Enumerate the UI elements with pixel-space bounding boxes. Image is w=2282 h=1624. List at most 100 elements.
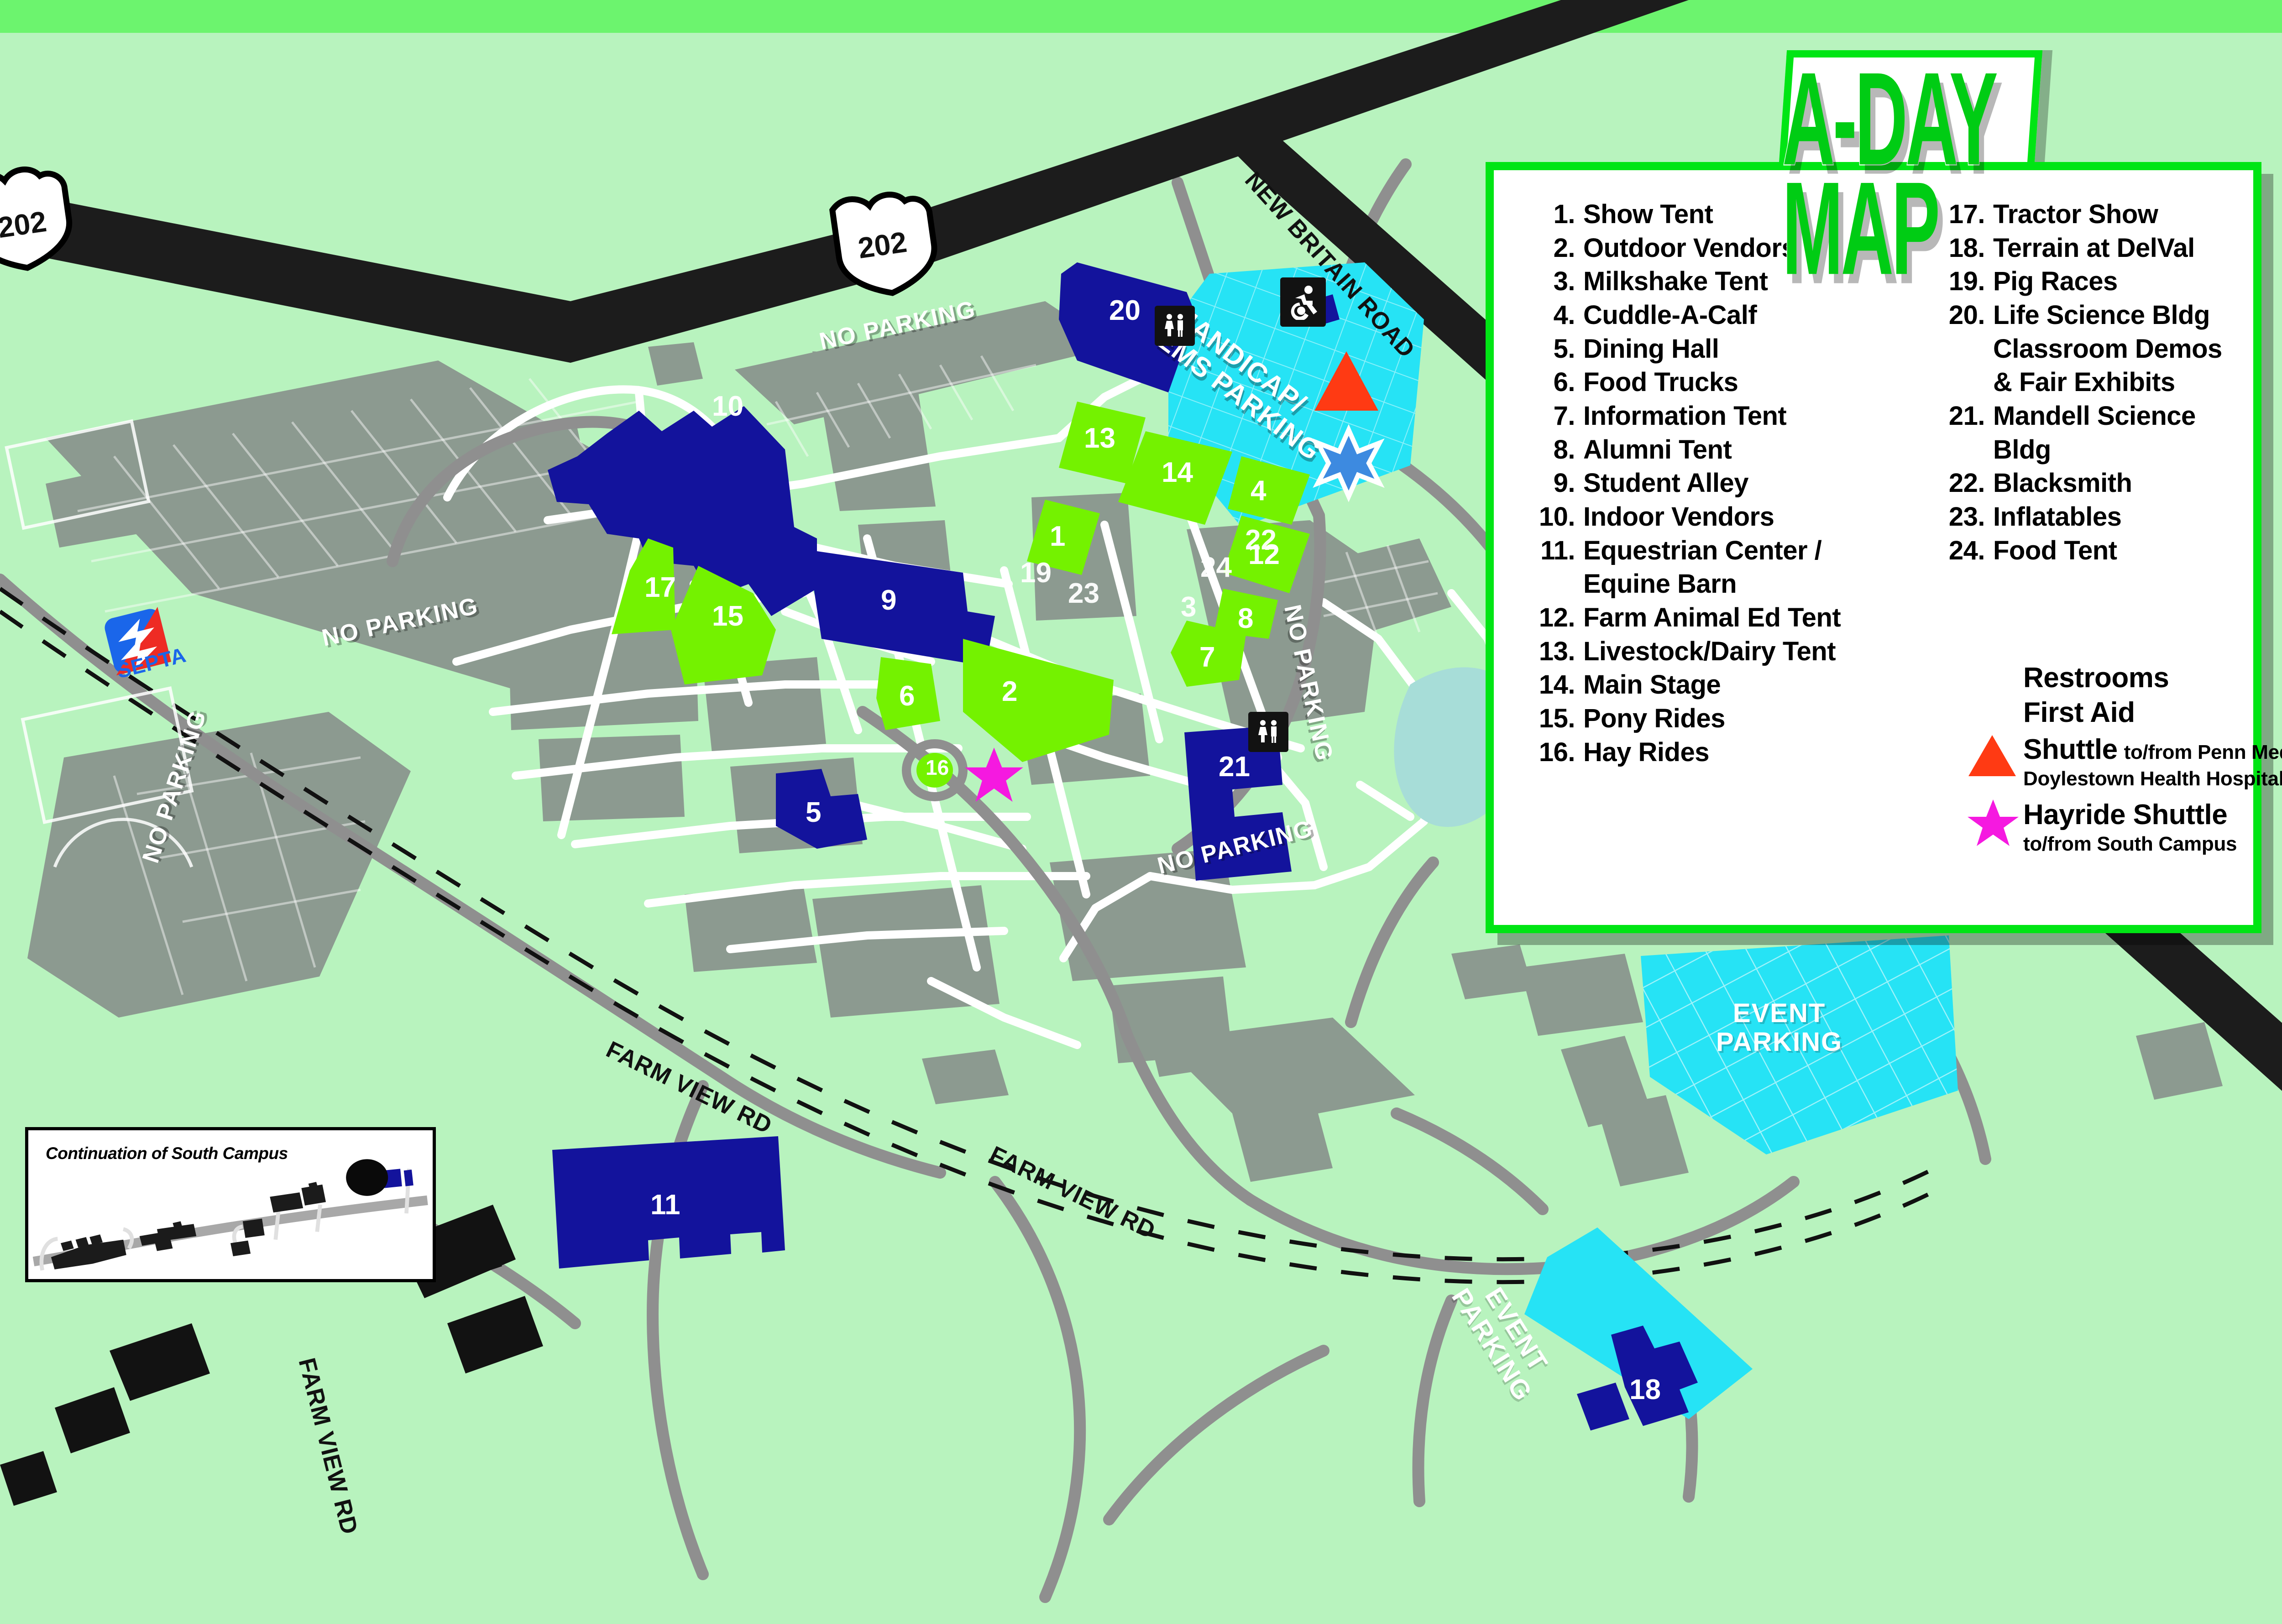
legend-num-15: 15.	[1539, 703, 1575, 733]
marker-15[interactable]: 15	[712, 601, 743, 632]
marker-1[interactable]: 1	[1050, 521, 1066, 552]
hayride-shuttle-marker-star	[965, 747, 1023, 802]
legend-label-2: Outdoor Vendors	[1583, 233, 1796, 263]
legend-label-8: Alumni Tent	[1583, 434, 1732, 465]
legend-item-9[interactable]: 9.Student Alley	[1515, 466, 1916, 500]
legend-item-5[interactable]: 5.Dining Hall	[1515, 332, 1916, 366]
marker-5[interactable]: 5	[806, 797, 822, 828]
wheelchair-accessible-icon	[1280, 277, 1326, 327]
key-shuttle: Shuttle to/from Penn Medicine/ Doylestow…	[1968, 732, 2282, 790]
key-shuttle-note-1: to/from Penn Medicine/	[2124, 741, 2282, 764]
legend-label-22: Blacksmith	[1993, 468, 2132, 498]
marker-12[interactable]: 12	[1248, 539, 1280, 570]
legend-item-21[interactable]: 21.Mandell Science Bldg	[1916, 399, 2250, 466]
legend-item-24[interactable]: 24. Food Tent	[1916, 534, 2250, 568]
marker-19[interactable]: 19	[1020, 557, 1052, 589]
event-tents	[612, 402, 1310, 762]
legend-column-left: 1.Show Tent 2. Outdoor Vendors 3.Milkshak…	[1515, 198, 1916, 769]
restroom-icon-central	[1248, 712, 1288, 752]
legend-item-16[interactable]: 16.Hay Rides	[1515, 736, 1916, 769]
legend-label-19: Pig Races	[1993, 266, 2118, 297]
legend-column-right: 17.Tractor Show 18.Terrain at DelVal 19.…	[1916, 198, 2282, 855]
marker-3[interactable]: 3	[1181, 591, 1197, 623]
marker-24[interactable]: 24	[1200, 552, 1232, 583]
legend-label-15: Pony Rides	[1583, 703, 1725, 733]
legend-item-22[interactable]: 22.Blacksmith	[1916, 466, 2250, 500]
shuttle-triangle-icon	[1968, 734, 2017, 779]
marker-2[interactable]: 2	[1002, 676, 1018, 707]
legend-num-3: 3.	[1553, 266, 1575, 297]
legend-label-7: Information Tent	[1583, 401, 1787, 431]
legend-num-21: 21.	[1948, 401, 1985, 431]
legend-item-2[interactable]: 2. Outdoor Vendors	[1515, 231, 1916, 265]
legend-item-20[interactable]: 20. Life Science Bldg	[1916, 298, 2250, 332]
legend-item-10[interactable]: 10.Indoor Vendors	[1515, 500, 1916, 534]
marker-23[interactable]: 23	[1068, 578, 1099, 609]
legend-label-1: Show Tent	[1583, 199, 1713, 229]
route-202-shield-west	[0, 167, 73, 271]
key-shuttle-note-2: Doylestown Health Hospital	[2023, 767, 2282, 790]
marker-7[interactable]: 7	[1199, 642, 1215, 673]
legend-item-12[interactable]: 12.Farm Animal Ed Tent	[1515, 601, 1916, 635]
key-hayride-label: Hayride Shuttle	[2023, 799, 2228, 830]
legend-label-24: Food Tent	[1993, 535, 2117, 565]
marker-11[interactable]: 11	[650, 1189, 680, 1221]
legend-label-23: Inflatables	[1993, 501, 2122, 532]
legend-num-18: 18.	[1948, 233, 1985, 263]
legend-num-2: 2.	[1553, 233, 1575, 263]
marker-20[interactable]: 20	[1109, 295, 1141, 326]
legend-num-8: 8.	[1553, 434, 1575, 465]
legend-item-19[interactable]: 19. Pig Races	[1916, 265, 2250, 298]
legend-item-3[interactable]: 3.Milkshake Tent	[1515, 265, 1916, 298]
legend-label-10: Indoor Vendors	[1583, 501, 1774, 532]
legend-num-20: 20.	[1948, 300, 1985, 330]
marker-22[interactable]: 22	[1245, 524, 1277, 556]
legend-item-4[interactable]: 4.Cuddle-A-Calf	[1515, 298, 1916, 332]
legend-num-14: 14.	[1539, 670, 1575, 700]
legend-label-6: Food Trucks	[1583, 367, 1738, 397]
legend-item-17[interactable]: 17.Tractor Show	[1916, 198, 2250, 231]
marker-18[interactable]: 18	[1629, 1374, 1661, 1405]
legend-label-20: Life Science Bldg	[1993, 300, 2210, 330]
marker-10[interactable]: 10	[712, 391, 743, 422]
shuttle-marker-triangle	[1314, 351, 1378, 411]
marker-13[interactable]: 13	[1084, 423, 1115, 454]
legend-num-5: 5.	[1553, 334, 1575, 364]
event-parking-east-line2: PARKING	[1716, 1027, 1843, 1057]
key-hayride: Hayride Shuttle to/from South Campus	[1968, 798, 2282, 856]
legend-item-14[interactable]: 14.Main Stage	[1515, 668, 1916, 702]
legend-item-13[interactable]: 13.Livestock/Dairy Tent	[1515, 635, 1916, 668]
rail-line	[0, 587, 1937, 1285]
marker-16[interactable]: 16	[926, 756, 949, 779]
legend-item-23[interactable]: 23. Inflatables	[1916, 500, 2250, 534]
route-202-shield-west-text: 202	[0, 204, 49, 245]
inset-marker-22[interactable]: 22	[131, 1168, 153, 1190]
legend-num-24: 24.	[1948, 535, 1985, 565]
legend-num-17: 17.	[1948, 199, 1985, 229]
legend-label-20-cont: Classroom Demos	[1993, 334, 2222, 364]
south-campus-structures	[0, 1205, 543, 1506]
legend-item-7[interactable]: 7. Information Tent	[1515, 399, 1916, 433]
marker-6[interactable]: 6	[899, 680, 915, 712]
event-parking-east-label: EVENT PARKING	[1716, 999, 1842, 1056]
marker-8[interactable]: 8	[1238, 603, 1254, 634]
marker-4[interactable]: 4	[1251, 475, 1267, 507]
legend-item-15[interactable]: 15. Pony Rides	[1515, 702, 1916, 736]
legend-item-18[interactable]: 18.Terrain at DelVal	[1916, 231, 2250, 265]
key-hayride-note: to/from South Campus	[2023, 832, 2237, 855]
legend-num-9: 9.	[1553, 468, 1575, 498]
marker-9[interactable]: 9	[881, 585, 897, 616]
legend-num-7: 7.	[1553, 401, 1575, 431]
legend-num-23: 23.	[1948, 501, 1985, 532]
legend-item-8[interactable]: 8. Alumni Tent	[1515, 433, 1916, 467]
marker-14[interactable]: 14	[1162, 457, 1193, 488]
legend-item-1[interactable]: 1.Show Tent	[1515, 198, 1916, 231]
legend-item-6[interactable]: 6.Food Trucks	[1515, 366, 1916, 399]
marker-21[interactable]: 21	[1219, 751, 1250, 783]
hay-rides-marker-16	[902, 739, 968, 801]
hayride-star-icon	[1968, 799, 2019, 850]
marker-17[interactable]: 17	[644, 572, 676, 603]
legend-num-19: 19.	[1948, 266, 1985, 297]
legend-item-11[interactable]: 11.Equestrian Center /	[1515, 534, 1916, 568]
